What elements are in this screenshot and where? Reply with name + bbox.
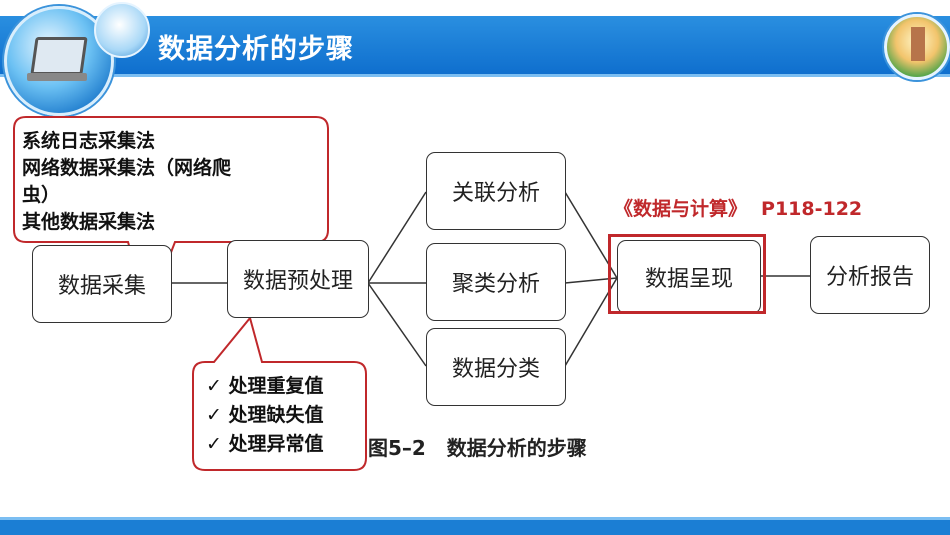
node-label: 数据采集 [57,274,146,299]
check-icon: ✓ [206,433,222,455]
node-data-collection: 数据采集 [32,245,172,323]
node-label: 数据预处理 [242,269,353,294]
task-item: ✓ 处理缺失值 [206,401,324,430]
node-analysis-report: 分析报告 [810,236,930,314]
slide-title: 数据分析的步骤 [158,34,354,65]
figure-caption: 图5–2 数据分析的步骤 [368,436,587,460]
presentation-highlight-frame [608,234,766,314]
callout-line: 网络数据采集法（网络爬 [22,157,232,179]
node-cluster-analysis: 聚类分析 [426,243,566,321]
building-logo-icon [884,14,950,80]
task-label: 处理异常值 [228,433,324,455]
node-data-presentation: 数据呈现 [617,240,761,314]
reference-book: 《数据与计算》 [614,198,748,220]
callout-line: 其他数据采集法 [22,211,156,233]
node-data-preprocessing: 数据预处理 [227,240,369,318]
node-label: 数据呈现 [644,267,733,292]
callout-line: 系统日志采集法 [22,130,156,152]
preprocess-tasks-callout: ✓ 处理重复值 ✓ 处理缺失值 ✓ 处理异常值 [206,372,324,459]
check-icon: ✓ [206,404,222,426]
footer-bar [0,517,950,535]
textbook-reference: 《数据与计算》 P118-122 [614,194,862,221]
node-label: 聚类分析 [451,272,540,297]
task-item: ✓ 处理重复值 [206,372,324,401]
callout-line: 虫） [22,184,61,206]
task-label: 处理缺失值 [228,404,324,426]
node-label: 分析报告 [825,265,914,290]
node-label: 关联分析 [451,181,540,206]
title-bar [0,16,950,77]
globe-logo-icon [94,2,150,58]
node-association-analysis: 关联分析 [426,152,566,230]
collection-methods-callout: 系统日志采集法 网络数据采集法（网络爬 虫） 其他数据采集法 [22,128,317,236]
task-item: ✓ 处理异常值 [206,430,324,459]
check-icon: ✓ [206,375,222,397]
node-data-classification: 数据分类 [426,328,566,406]
task-label: 处理重复值 [228,375,324,397]
reference-pages: P118-122 [761,198,863,220]
node-label: 数据分类 [451,357,540,382]
